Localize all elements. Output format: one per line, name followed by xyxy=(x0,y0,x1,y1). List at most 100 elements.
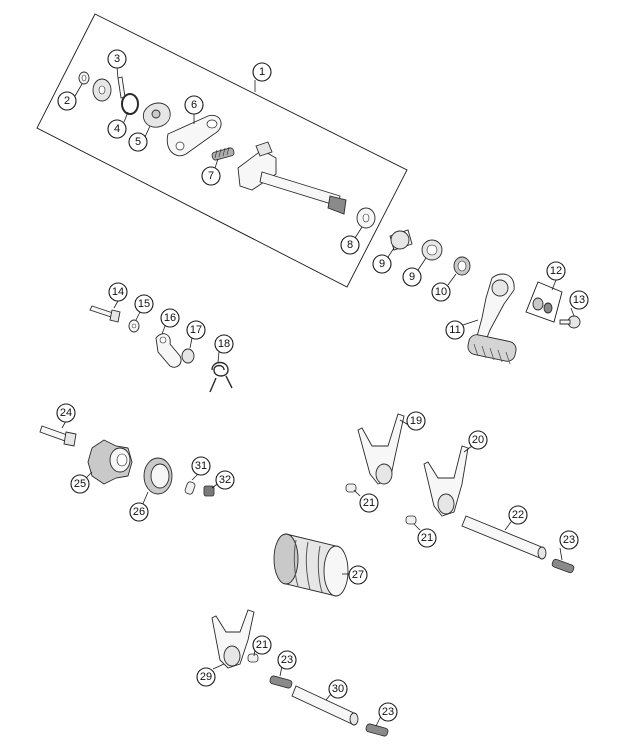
spring-part xyxy=(551,558,575,574)
pin-part xyxy=(117,76,126,99)
callout-21: 21 xyxy=(252,635,272,655)
callout-number: 2 xyxy=(64,95,70,107)
callout-number: 1 xyxy=(259,66,265,78)
callout-29: 29 xyxy=(196,667,216,687)
callout-circle xyxy=(546,261,566,281)
callout-circle xyxy=(129,502,149,522)
callout-circle xyxy=(402,267,422,287)
circlip-part xyxy=(78,71,90,85)
callout-circle xyxy=(160,308,180,328)
callout-number: 8 xyxy=(347,239,353,251)
callout-number: 18 xyxy=(218,338,230,350)
fork-shaft-part xyxy=(461,515,547,560)
callout-number: 31 xyxy=(195,460,207,472)
callout-number: 32 xyxy=(219,474,231,486)
callout-circle xyxy=(328,679,348,699)
callout-number: 10 xyxy=(435,286,447,298)
callout-27: 27 xyxy=(348,565,368,585)
callout-number: 7 xyxy=(208,170,214,182)
bushing-part xyxy=(421,239,443,261)
washer-part xyxy=(92,78,112,102)
callout-circle xyxy=(196,667,216,687)
dowel-pin-part xyxy=(184,481,196,495)
callout-23: 23 xyxy=(559,530,579,550)
callout-number: 11 xyxy=(449,324,460,336)
callout-circle xyxy=(468,430,488,450)
callout-number: 4 xyxy=(114,123,120,135)
shaft-washer-part xyxy=(356,207,376,229)
callout-number: 23 xyxy=(382,706,394,718)
callout-circle xyxy=(406,411,426,431)
callout-number: 26 xyxy=(133,506,145,518)
shift-drum-star-part xyxy=(87,439,133,485)
callout-21: 21 xyxy=(359,493,379,513)
washer-part xyxy=(128,319,140,333)
callout-circle xyxy=(184,95,204,115)
callout-19: 19 xyxy=(406,411,426,431)
callout-circle xyxy=(252,635,272,655)
callout-23: 23 xyxy=(277,650,297,670)
shift-shaft-part xyxy=(237,141,347,215)
callout-number: 13 xyxy=(573,294,585,306)
callout-number: 21 xyxy=(256,639,268,651)
spring-part xyxy=(269,675,293,689)
callout-number: 27 xyxy=(352,569,364,581)
callout-number: 12 xyxy=(550,265,562,277)
shift-fork-part xyxy=(357,413,405,485)
bearing-part xyxy=(143,457,173,495)
callout-circle xyxy=(56,403,76,423)
bushing-part xyxy=(389,229,413,251)
callout-10: 10 xyxy=(431,282,451,302)
shift-drum-part xyxy=(273,533,349,597)
pedal-screw-part xyxy=(559,315,581,329)
callout-9: 9 xyxy=(402,267,422,287)
callout-23: 23 xyxy=(378,702,398,722)
callout-circle xyxy=(431,282,451,302)
callout-circle xyxy=(128,132,148,152)
callout-circle xyxy=(186,320,206,340)
callout-number: 14 xyxy=(112,286,124,298)
callout-circle xyxy=(359,493,379,513)
callout-number: 17 xyxy=(190,324,202,336)
callout-circle xyxy=(417,528,437,548)
callout-circle xyxy=(340,235,360,255)
shift-fork-part xyxy=(423,445,469,517)
callout-21: 21 xyxy=(417,528,437,548)
roller-part xyxy=(181,348,195,364)
callout-circle xyxy=(252,62,272,82)
callout-circle xyxy=(191,456,211,476)
callout-circle xyxy=(348,565,368,585)
callout-number: 19 xyxy=(410,415,422,427)
callout-number: 22 xyxy=(512,509,524,521)
callout-number: 23 xyxy=(281,654,293,666)
callout-circle xyxy=(559,530,579,550)
callout-11: 11 xyxy=(445,320,465,340)
callout-circle xyxy=(378,702,398,722)
callout-24: 24 xyxy=(56,403,76,423)
callout-number: 21 xyxy=(421,532,433,544)
spring-part xyxy=(211,146,235,161)
callout-circle xyxy=(70,474,90,494)
callout-number: 24 xyxy=(60,407,72,419)
shift-pedal-part xyxy=(467,273,517,365)
callout-1: 1 xyxy=(252,62,272,82)
guide-pin-part xyxy=(247,653,259,663)
callout-16: 16 xyxy=(160,308,180,328)
spring-part xyxy=(365,723,389,737)
seal-ring-part xyxy=(453,256,471,276)
callout-number: 5 xyxy=(135,136,141,148)
callout-9: 9 xyxy=(372,254,392,274)
callout-number: 29 xyxy=(200,671,212,683)
callout-circle xyxy=(215,470,235,490)
callout-17: 17 xyxy=(186,320,206,340)
callout-number: 25 xyxy=(74,478,86,490)
assembly-group-box xyxy=(36,13,408,288)
callout-31: 31 xyxy=(191,456,211,476)
callout-32: 32 xyxy=(215,470,235,490)
callout-number: 15 xyxy=(138,298,150,310)
callout-18: 18 xyxy=(214,334,234,354)
callout-number: 30 xyxy=(332,683,344,695)
shift-plate-part xyxy=(166,114,222,157)
